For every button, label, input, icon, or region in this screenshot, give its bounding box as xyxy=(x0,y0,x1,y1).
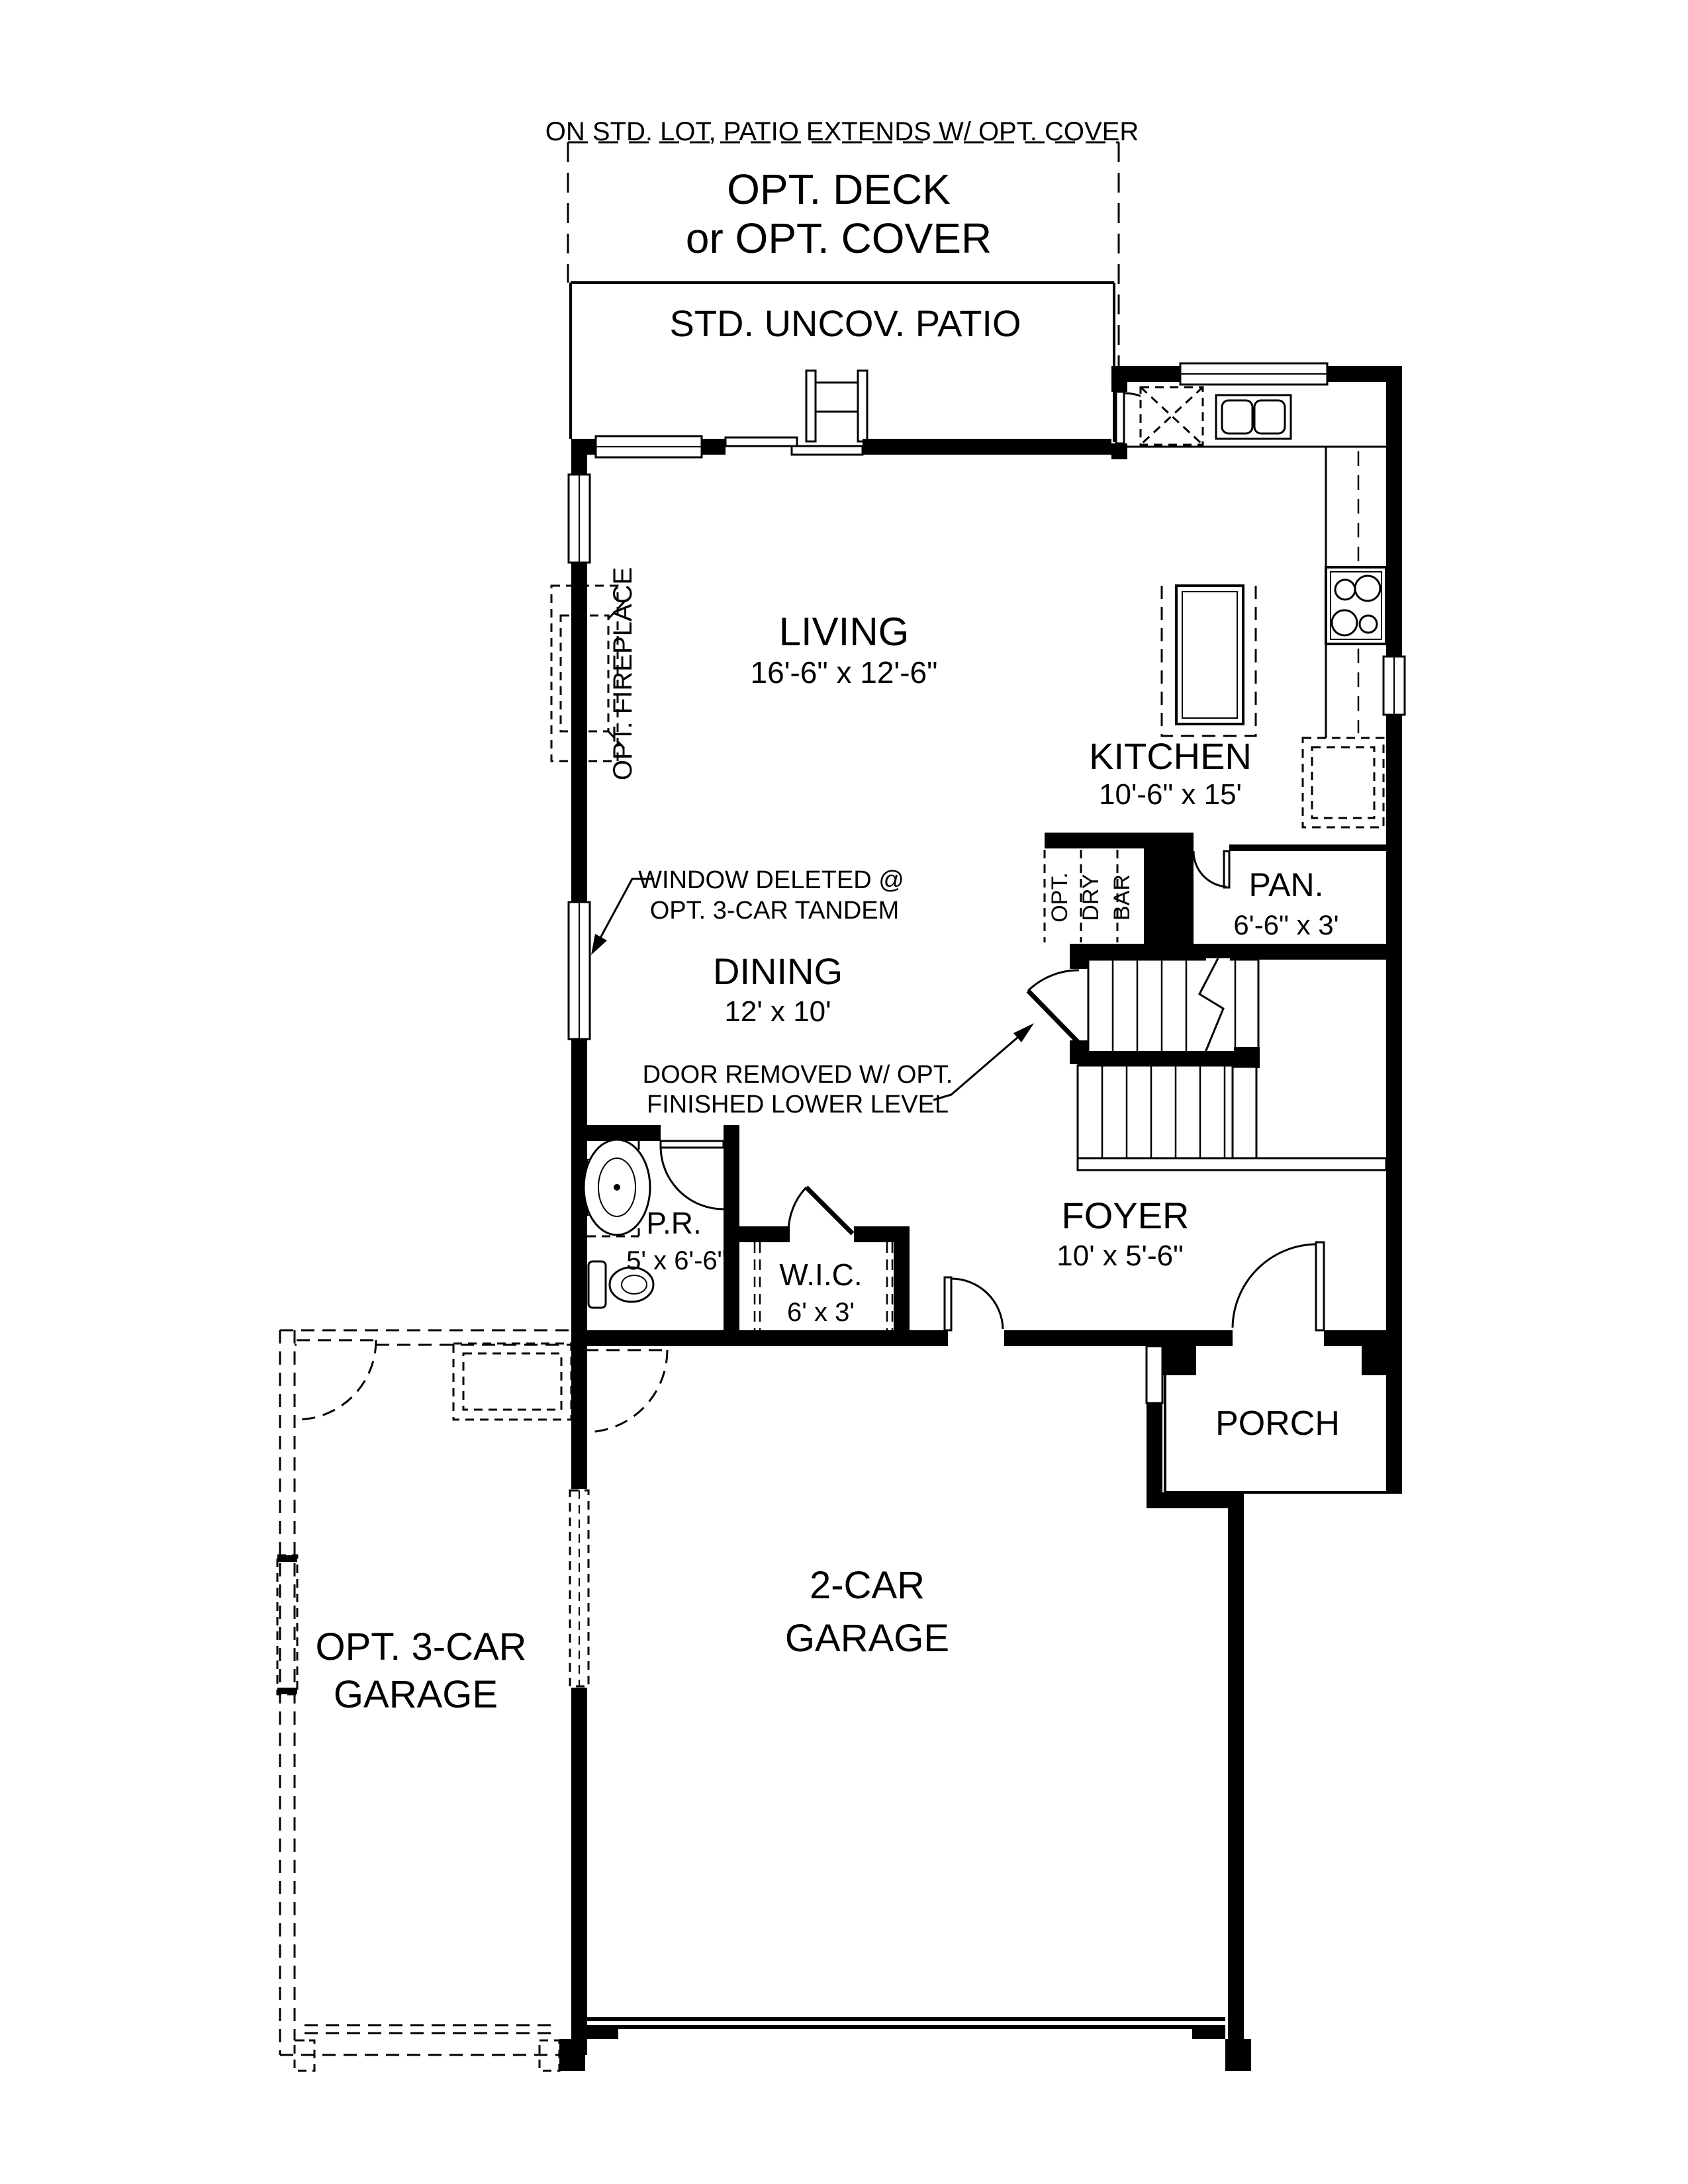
deck-stair xyxy=(805,369,868,443)
opt-deck-outline xyxy=(567,141,1120,366)
opt-garage-storage-dashed xyxy=(452,1342,573,1421)
foyer-label: FOYER xyxy=(1062,1195,1190,1236)
patio-sliding-door xyxy=(724,436,864,456)
stair-treads-lower xyxy=(1101,1066,1226,1160)
kitchen-label: KITCHEN xyxy=(1089,735,1252,777)
dry-bar-label-1: OPT. xyxy=(1047,872,1072,923)
wic-label: W.I.C. xyxy=(779,1257,862,1292)
doors xyxy=(659,390,1325,1332)
kitchen-island xyxy=(1160,584,1257,737)
pantry-dims: 6'-6" x 3' xyxy=(1233,909,1338,940)
stair-bottom-rail xyxy=(1076,1157,1387,1171)
dry-bar-label-2: DRY xyxy=(1078,874,1103,921)
stair-mid-rail-post xyxy=(1234,1047,1260,1068)
kitchen-sink xyxy=(1215,394,1292,440)
living-left-window xyxy=(567,473,591,564)
window-deleted-note-1: WINDOW DELETED @ xyxy=(638,866,904,894)
stair-break-mask xyxy=(1196,958,1230,1054)
leader-window-deleted xyxy=(591,878,654,955)
powder-room-dims: 5' x 6'-6" xyxy=(626,1246,727,1275)
opt-fireplace-label: OPT. FIREPLACE xyxy=(608,567,637,780)
patio-outline xyxy=(569,281,1115,442)
leader-door-removed xyxy=(933,1023,1034,1101)
dry-bar-dashed xyxy=(1043,850,1119,942)
patio-note: ON STD. LOT, PATIO EXTENDS W/ OPT. COVER xyxy=(545,117,1139,146)
kitchen-right-window xyxy=(1382,655,1406,716)
toilet xyxy=(587,1260,655,1309)
kitchen-fixtures xyxy=(1043,386,1387,942)
living-top-window xyxy=(594,435,703,459)
opt-garage-label-2: GARAGE xyxy=(334,1673,498,1716)
front-door xyxy=(1231,1241,1325,1332)
garage-entry-door xyxy=(943,1276,1004,1332)
dry-bar-label-3: BAR xyxy=(1109,874,1135,921)
opt-garage-door xyxy=(305,2024,556,2034)
kitchen-dims: 10'-6" x 15' xyxy=(1099,778,1242,811)
staircase xyxy=(1076,958,1387,1171)
opt-deck-label-1: OPT. DECK xyxy=(727,165,951,213)
interior-walls xyxy=(571,833,1402,1346)
opt-garage-service-door xyxy=(296,1339,377,1421)
garage-wall-window-dashed xyxy=(569,1489,590,1688)
kitchen-top-window xyxy=(1179,362,1329,386)
living-dims: 16'-6" x 12'-6" xyxy=(751,655,938,690)
garage-label-1: 2-CAR xyxy=(810,1564,925,1607)
wic-shelf-dashed xyxy=(753,1242,894,1330)
powder-room-fixtures xyxy=(583,1138,655,1309)
stair-break-line xyxy=(1198,958,1225,1054)
wic-dims: 6' x 3' xyxy=(787,1298,855,1327)
pantry-door xyxy=(1192,850,1231,889)
exterior-walls xyxy=(559,366,1402,2071)
opt-garage-window-left xyxy=(276,1554,299,1696)
opt-garage xyxy=(276,1329,669,2072)
counter-edge xyxy=(1127,445,1386,738)
living-label: LIVING xyxy=(779,610,910,654)
window-deleted-note-2: OPT. 3-CAR TANDEM xyxy=(650,897,900,925)
basement-door xyxy=(1026,969,1081,1045)
stair-mid-rail xyxy=(1078,1051,1260,1066)
porch-label: PORCH xyxy=(1215,1404,1340,1443)
opt-fireplace-symbol xyxy=(550,584,628,762)
windows xyxy=(567,362,1406,1040)
refrigerator-dashed xyxy=(1301,737,1385,829)
powder-room-door xyxy=(659,1140,725,1210)
opt-cabinet-box xyxy=(1139,386,1204,446)
door-removed-note-2: FINISHED LOWER LEVEL xyxy=(647,1091,949,1118)
garage-label-2: GARAGE xyxy=(785,1617,949,1660)
patio-label: STD. UNCOV. PATIO xyxy=(669,302,1021,344)
opt-door-to-garage xyxy=(585,1349,669,1433)
dining-label: DINING xyxy=(713,950,843,992)
dining-dims: 12' x 10' xyxy=(724,995,831,1028)
pantry-label: PAN. xyxy=(1249,866,1324,903)
labels: ON STD. LOT, PATIO EXTENDS W/ OPT. COVER… xyxy=(315,117,1339,1716)
opt-garage-bottom xyxy=(280,2039,559,2056)
foyer-dims: 10' x 5'-6" xyxy=(1056,1240,1183,1272)
door-removed-note-1: DOOR REMOVED W/ OPT. xyxy=(643,1061,953,1089)
porch-outline xyxy=(1164,1375,1402,1494)
stair-half-wall xyxy=(1231,1066,1258,1160)
stove xyxy=(1325,566,1387,645)
dining-left-window xyxy=(567,901,591,1040)
opt-deck-label-2: or OPT. COVER xyxy=(686,214,992,262)
stair-treads-upper xyxy=(1111,960,1237,1052)
wic-door xyxy=(787,1185,855,1236)
powder-room-label: P.R. xyxy=(646,1206,702,1240)
opt-garage-label-1: OPT. 3-CAR xyxy=(315,1625,526,1668)
